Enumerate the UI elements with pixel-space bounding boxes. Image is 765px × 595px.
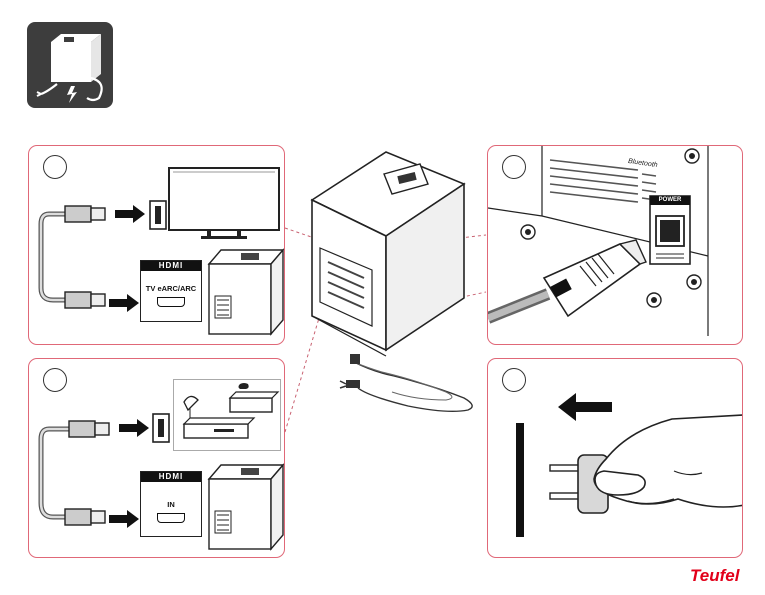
teufel-logo: Teufel <box>690 566 739 586</box>
hdmi-port-icon <box>149 200 167 230</box>
arrow-right-icon <box>115 205 145 223</box>
panel-hdmi-arc: HDMI TV eARC/ARC <box>28 145 285 345</box>
panel-power-socket: Bluetooth POWER <box>487 145 743 345</box>
hdmi-port-icon <box>152 413 170 443</box>
port-label: IN <box>141 500 201 509</box>
hdmi-cable-graphic <box>35 415 119 535</box>
step-number-circle <box>43 155 67 179</box>
plug-insertion-graphic <box>488 359 743 558</box>
subwoofer-graphic <box>207 459 285 551</box>
hdmi-port-panel: HDMI TV eARC/ARC <box>140 260 202 322</box>
hdmi-socket-icon <box>157 513 185 523</box>
arrow-right-icon <box>119 419 149 437</box>
source-devices-box <box>173 379 281 451</box>
hdmi-socket-icon <box>157 297 185 307</box>
step-number-circle <box>43 368 67 392</box>
hdmi-port-panel: HDMI IN <box>140 471 202 537</box>
rear-panel-closeup-graphic <box>488 146 743 345</box>
tv-graphic <box>167 164 283 244</box>
panel-hdmi-in: HDMI IN <box>28 358 285 558</box>
arrow-left-icon <box>558 393 612 421</box>
game-console-and-receiver-graphic <box>174 380 280 450</box>
central-subwoofer-graphic <box>280 140 500 450</box>
panel-plug-in <box>487 358 743 558</box>
power-connection-icon <box>27 22 113 108</box>
hdmi-logo: HDMI <box>141 472 201 482</box>
hdmi-cable-graphic <box>35 200 115 320</box>
power-socket-label: POWER <box>653 196 687 205</box>
subwoofer-graphic <box>207 244 285 336</box>
hdmi-logo: HDMI <box>141 261 201 271</box>
port-label: TV eARC/ARC <box>141 284 201 293</box>
power-icon-graphic <box>27 22 113 108</box>
